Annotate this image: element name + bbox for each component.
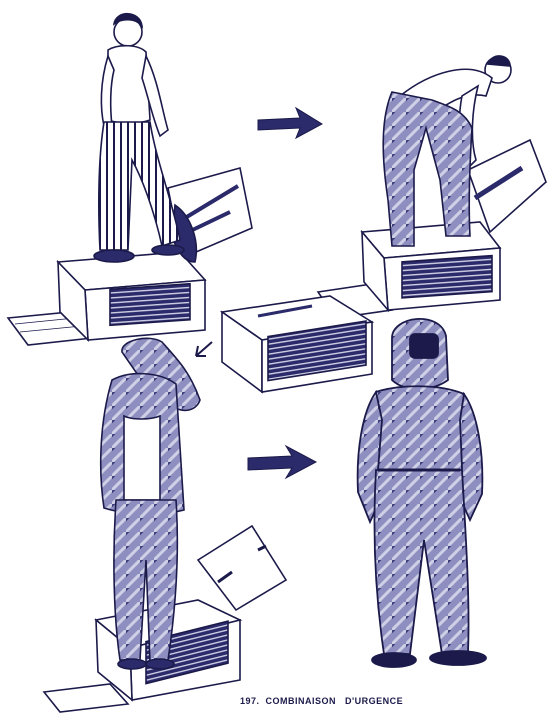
step-2-pulling-up-suit: [318, 56, 546, 318]
arrow-left-down-icon: [196, 342, 212, 356]
step-4-fully-suited: [358, 319, 486, 667]
step-3-putting-on-hood: [44, 338, 286, 712]
figure-number: 197.: [240, 696, 260, 706]
figure-title: COMBINAISON D'URGENCE: [266, 696, 404, 706]
figure-caption: 197. COMBINAISON D'URGENCE: [240, 696, 540, 706]
arrow-right-icon: [258, 108, 322, 138]
arrow-right-icon: [248, 446, 316, 478]
person-fully-suited-icon: [358, 319, 486, 667]
person-stepping-into-box-icon: [94, 14, 184, 262]
closed-suit-box: [222, 296, 372, 392]
step-1-stepping-into-box: [8, 14, 252, 345]
